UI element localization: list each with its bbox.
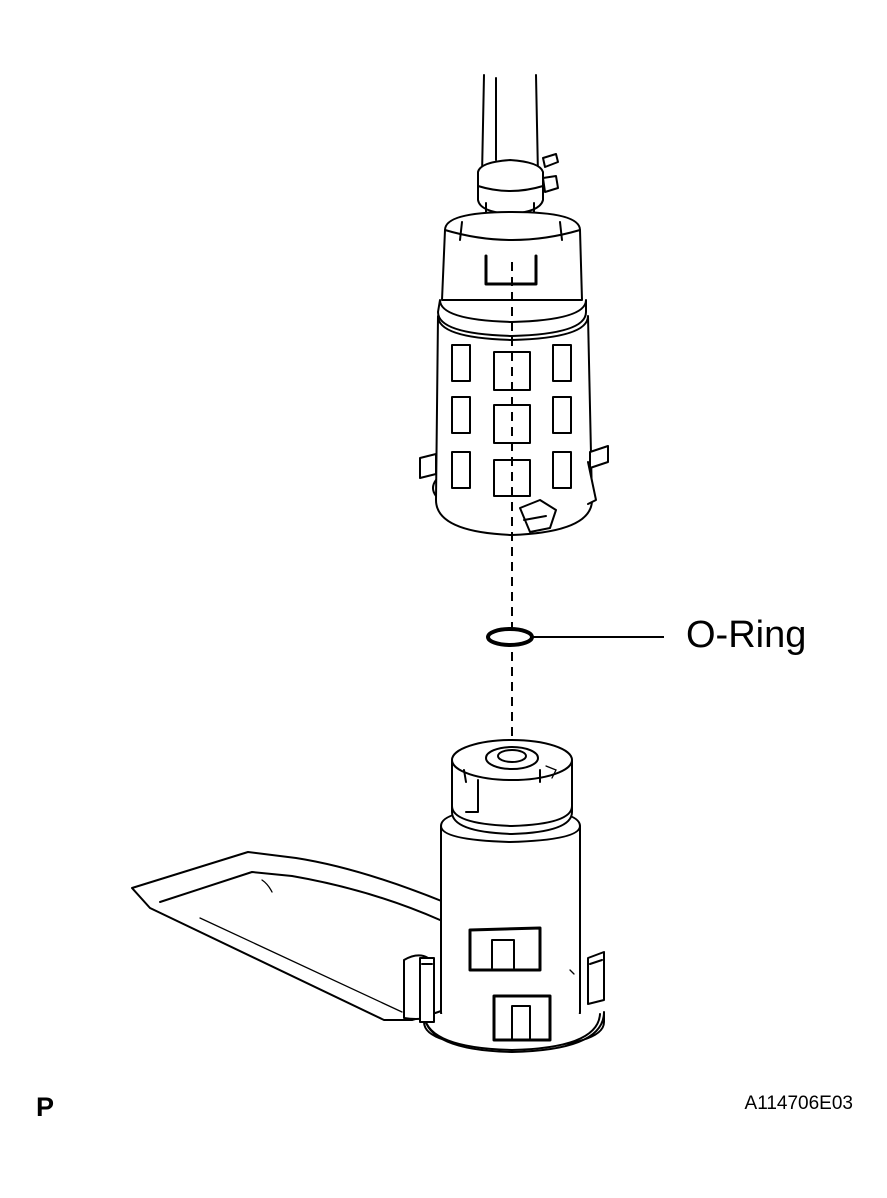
fuel-strainer	[131, 851, 445, 1021]
fuel-hose	[481, 74, 539, 176]
figure-code: A114706E03	[744, 1093, 853, 1114]
page-marker: P	[36, 1092, 55, 1122]
fuel-filter-assembly	[419, 211, 609, 536]
fuel-pump-assembly	[131, 739, 605, 1053]
o-ring	[486, 627, 534, 647]
o-ring-callout-label: O-Ring	[686, 614, 807, 656]
